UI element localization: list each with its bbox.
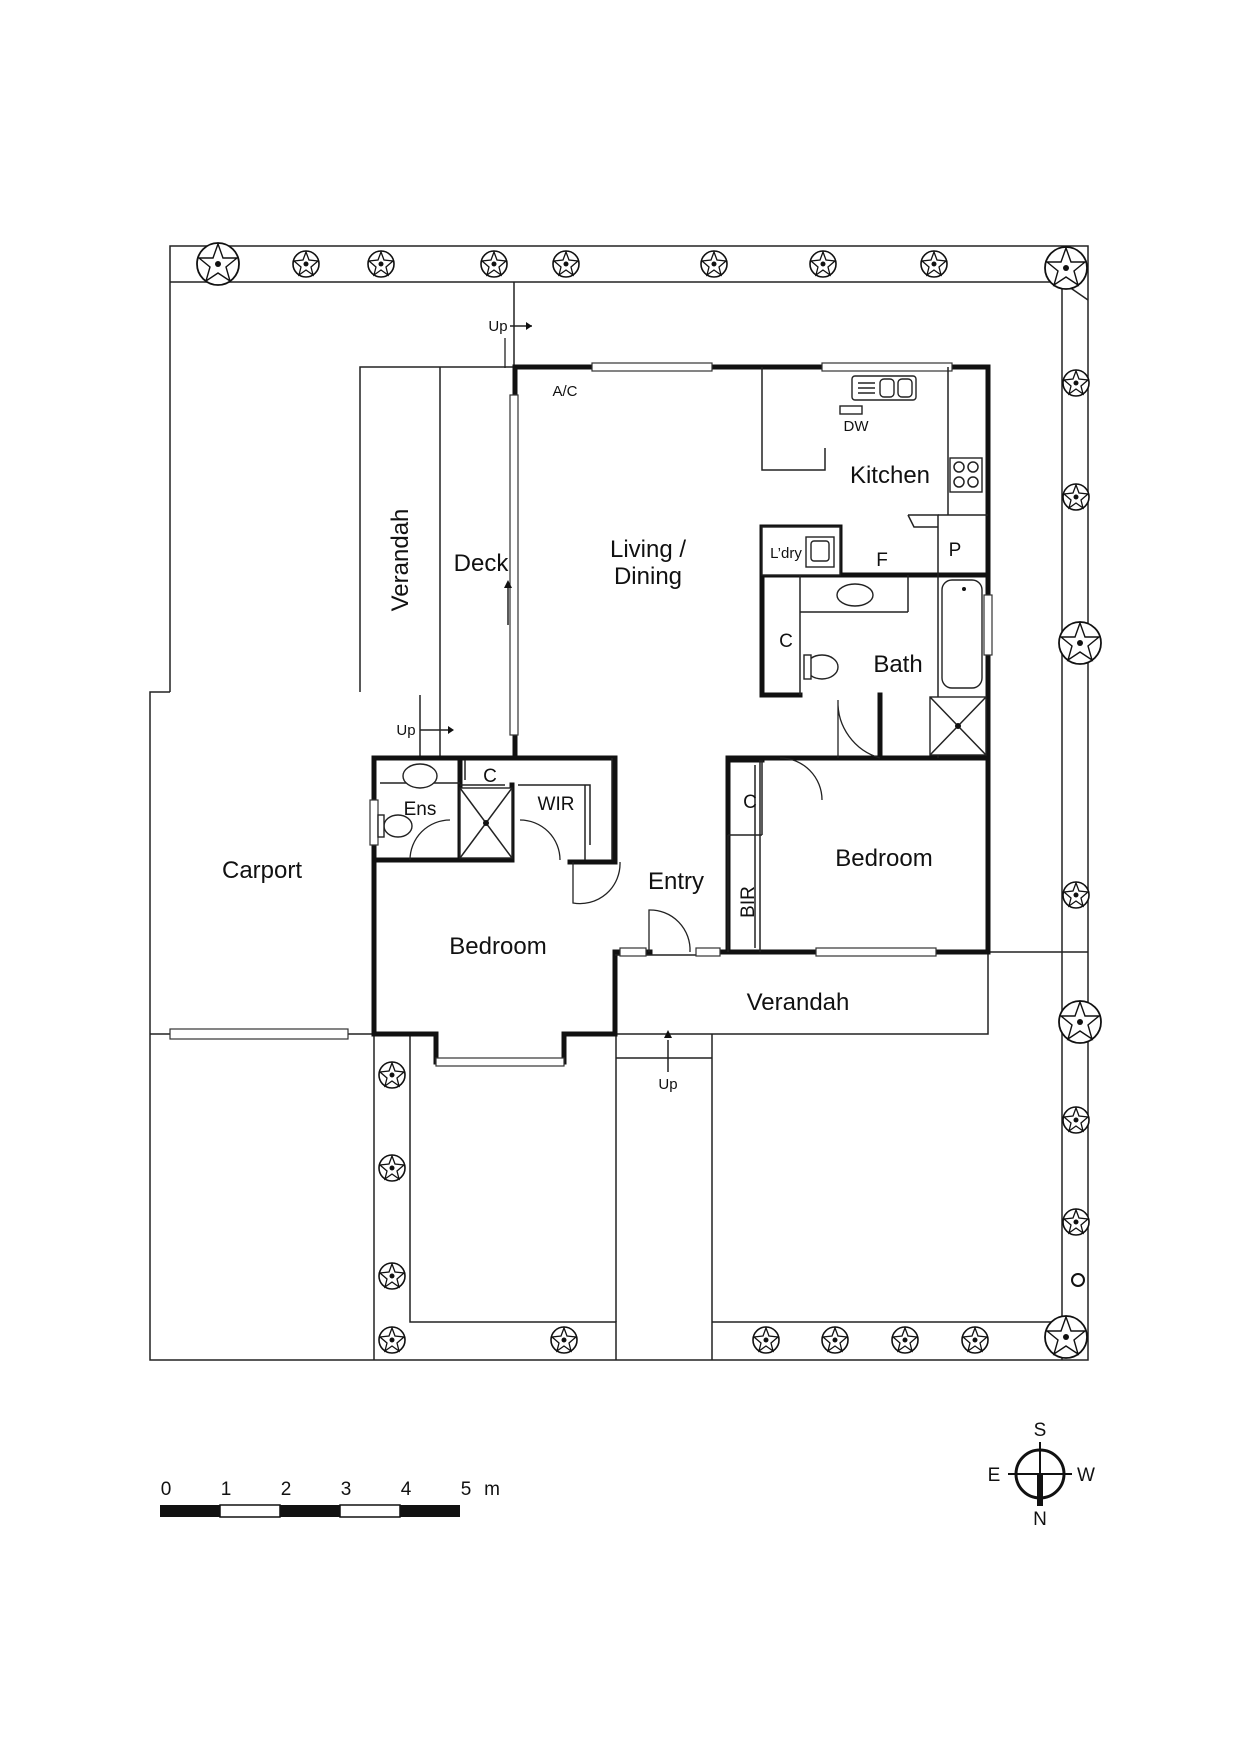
label-bath: Bath (873, 651, 922, 678)
doors (409, 338, 881, 953)
tree-icon (378, 1061, 406, 1089)
tree-icon (1044, 1315, 1088, 1359)
label-up-front: Up (658, 1076, 677, 1093)
tree-icon (480, 250, 508, 278)
label-verandah-front: Verandah (747, 989, 850, 1016)
tree-icon (378, 1154, 406, 1182)
tree-icon (378, 1326, 406, 1354)
label-bedroom-1: Bedroom (449, 933, 546, 960)
scale-tick-2: 2 (281, 1479, 292, 1500)
tree-icon (378, 1262, 406, 1290)
tree-icon (1062, 1208, 1090, 1236)
label-entry: Entry (648, 868, 704, 895)
tree-icon (1062, 1106, 1090, 1134)
scale-bar: 0 1 2 3 4 5 m (160, 1479, 500, 1518)
label-pantry: P (949, 540, 962, 561)
label-carport: Carport (222, 857, 302, 884)
tree-icon (1058, 621, 1102, 665)
label-laundry: L’dry (770, 545, 802, 562)
scale-tick-5: 5 (461, 1479, 472, 1500)
compass-right: W (1077, 1465, 1095, 1486)
label-verandah-side: Verandah (387, 509, 414, 612)
label-ensuite: Ens (404, 799, 437, 820)
label-ensuite-cupboard: C (483, 766, 497, 787)
compass-left: E (988, 1465, 1001, 1486)
tree-icon (920, 250, 948, 278)
scale-unit: m (484, 1479, 500, 1500)
tree-icon (961, 1326, 989, 1354)
scale-tick-4: 4 (401, 1479, 412, 1500)
label-deck: Deck (454, 550, 510, 577)
scale-tick-1: 1 (221, 1479, 232, 1500)
label-living: Living / (610, 536, 686, 563)
label-bir: BIR (738, 886, 759, 918)
garden-trees (196, 242, 1102, 1359)
label-up-deck: Up (396, 722, 415, 739)
tree-icon (809, 250, 837, 278)
tree-icon (891, 1326, 919, 1354)
scale-tick-3: 3 (341, 1479, 352, 1500)
tree-icon (752, 1326, 780, 1354)
compass-top: S (1034, 1420, 1047, 1441)
label-dining: Dining (614, 563, 682, 590)
stair-arrows (420, 322, 672, 1072)
wardrobe-shelves (464, 758, 756, 948)
site-boundary (149, 245, 1089, 1361)
tree-icon (700, 250, 728, 278)
label-kitchen: Kitchen (850, 462, 930, 489)
room-labels: Living / Dining Kitchen L’dry F P Bath C… (222, 318, 961, 1093)
label-fridge: F (876, 550, 888, 571)
ensuite-fixtures (377, 763, 513, 859)
tree-icon (1062, 881, 1090, 909)
compass-icon: S N E W (988, 1420, 1095, 1530)
label-bedroom-2: Bedroom (835, 845, 932, 872)
tree-icon (552, 250, 580, 278)
tree-icon (1062, 483, 1090, 511)
carport-door (169, 1028, 349, 1040)
tree-icon (550, 1326, 578, 1354)
windows (369, 362, 993, 1067)
tree-icon (821, 1326, 849, 1354)
kitchen-bench (761, 367, 983, 515)
label-ac: A/C (552, 383, 577, 400)
tree-icon (292, 250, 320, 278)
label-up-north: Up (488, 318, 507, 335)
compass-bottom: N (1033, 1509, 1047, 1530)
tree-icon (367, 250, 395, 278)
tree-icon (196, 242, 240, 286)
scale-tick-0: 0 (161, 1479, 172, 1500)
tree-icon (1044, 246, 1088, 290)
label-bedroom-cupboard: C (743, 792, 757, 813)
tree-icon (1062, 369, 1090, 397)
label-wir: WIR (538, 794, 575, 815)
label-dishwasher: DW (844, 418, 870, 435)
laundry-fixtures (761, 526, 841, 576)
tree-icon (1058, 1000, 1102, 1044)
bath-fixtures (803, 579, 987, 756)
label-bath-cupboard: C (779, 631, 793, 652)
